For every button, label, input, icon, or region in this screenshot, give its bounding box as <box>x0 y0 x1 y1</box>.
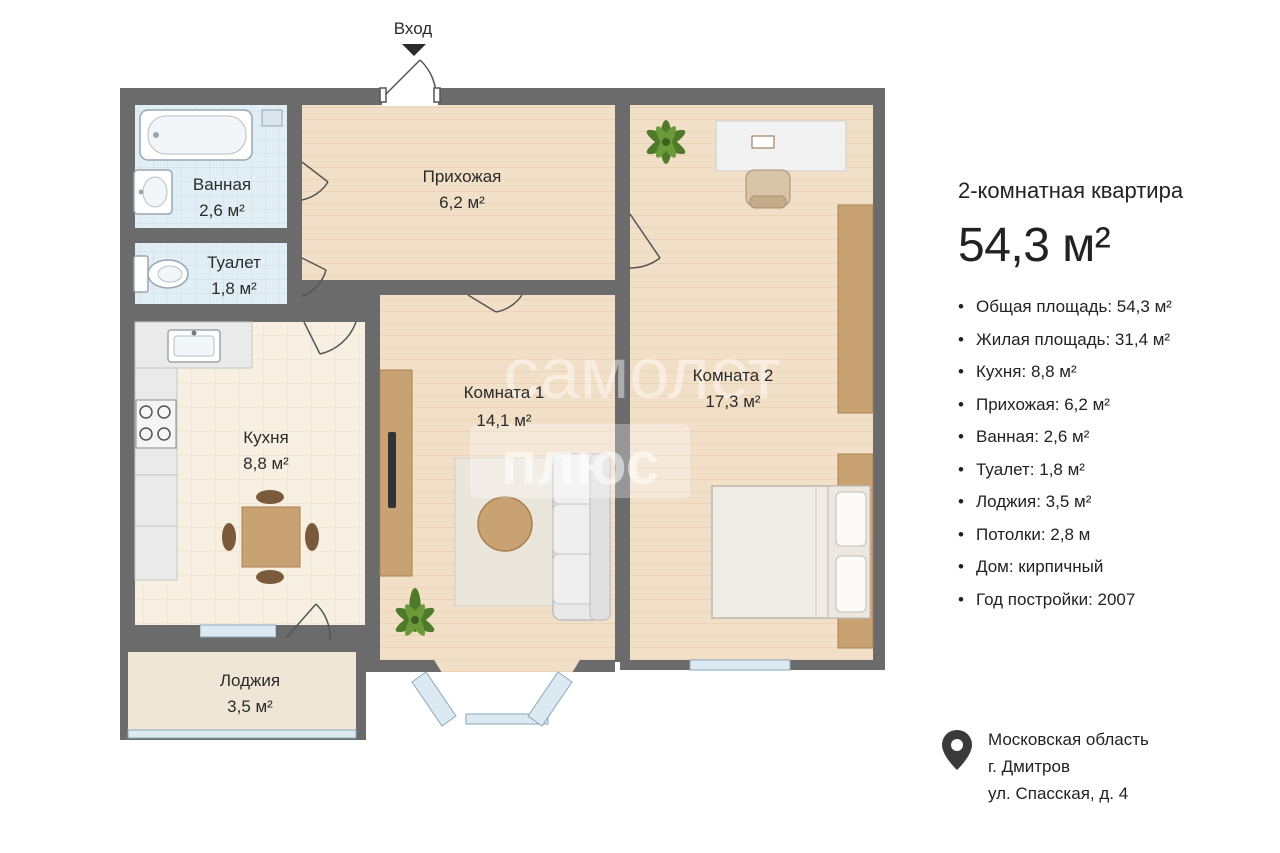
wall-kitchen-loggia <box>135 625 200 640</box>
bathroom-area: 2,6 м² <box>199 201 245 220</box>
toilet-icon <box>133 255 189 293</box>
desk-chair-icon <box>745 169 791 209</box>
sofa-icon <box>552 453 611 621</box>
apartment-type: 2-комнатная квартира <box>958 178 1184 203</box>
toilet-area: 1,8 м² <box>211 279 257 298</box>
bay-window-right <box>527 671 573 727</box>
hallway-floor <box>302 105 615 280</box>
spec-item: •Потолки: 2,8 м <box>958 524 1091 544</box>
kitchen-sink-icon <box>167 329 221 363</box>
bathtub-icon <box>139 109 253 161</box>
spec-item: •Прихожая: 6,2 м² <box>958 394 1110 414</box>
doors <box>285 59 661 641</box>
bathroom-name: Ванная <box>193 175 251 194</box>
wall-bath-toilet <box>135 228 302 243</box>
wall-room1-room2 <box>615 270 630 662</box>
spec-item: •Ванная: 2,6 м² <box>958 427 1090 446</box>
kitchen-window <box>199 624 277 638</box>
address-region: Московская область <box>988 730 1149 749</box>
loggia-window <box>127 729 357 739</box>
stove-icon <box>135 399 177 449</box>
wall-bath-hall <box>287 105 302 160</box>
shelf-icon <box>261 109 283 127</box>
wall-toilet-kitchen <box>135 304 302 322</box>
kitchen-area: 8,8 м² <box>243 454 289 473</box>
loggia-floor <box>128 652 356 734</box>
plant-icon <box>395 588 435 636</box>
toilet-name: Туалет <box>207 253 261 272</box>
apartment-info: 2-комнатная квартира 54,3 м² •Общая площ… <box>958 178 1268 616</box>
coffee-table-icon <box>477 496 533 552</box>
room1-name: Комната 1 <box>464 383 545 402</box>
entrance-door <box>383 59 421 97</box>
spec-item: •Жилая площадь: 31,4 м² <box>958 329 1171 349</box>
kitchen-name: Кухня <box>243 428 289 447</box>
spec-item: •Общая площадь: 54,3 м² <box>958 297 1172 316</box>
bed-icon <box>711 485 871 619</box>
spec-item: •Кухня: 8,8 м² <box>958 362 1077 381</box>
spec-item: •Дом: кирпичный <box>958 557 1104 576</box>
bay-window-left <box>411 671 457 727</box>
spec-item: •Год постройки: 2007 <box>958 589 1136 609</box>
spec-item: •Лоджия: 3,5 м² <box>958 492 1092 511</box>
plant-icon <box>646 120 686 164</box>
sink-icon <box>133 169 173 215</box>
watermark-line1: самолет <box>504 334 781 414</box>
room2-window <box>689 659 791 671</box>
tv-icon <box>388 432 396 508</box>
wall-kitchen-room1 <box>365 280 380 662</box>
watermark-line2: плюс <box>501 430 659 497</box>
kitchen-cabinets <box>135 474 177 527</box>
room2-name: Комната 2 <box>693 366 774 385</box>
total-area: 54,3 м² <box>958 219 1111 272</box>
wardrobe-icon <box>837 204 874 414</box>
spec-list: •Общая площадь: 54,3 м² •Жилая площадь: … <box>958 291 1268 616</box>
watermark-badge <box>470 424 690 498</box>
room2-area: 17,3 м² <box>705 392 760 411</box>
loggia-name: Лоджия <box>220 671 280 690</box>
laptop-icon <box>751 135 775 149</box>
loggia-wall <box>356 640 366 740</box>
dining-table-icon <box>222 490 319 584</box>
entrance-arrow-icon <box>402 44 426 56</box>
hallway-area: 6,2 м² <box>439 193 485 212</box>
wall-hall-room1 <box>365 280 465 295</box>
hallway-name: Прихожая <box>423 167 502 186</box>
desk-icon <box>715 120 847 172</box>
loggia-area: 3,5 м² <box>227 697 273 716</box>
address-street: ул. Спасская, д. 4 <box>988 784 1129 803</box>
entrance-label: Вход <box>394 19 433 38</box>
location-pin-icon <box>942 730 972 770</box>
wall-hall-room2 <box>615 105 630 212</box>
address-city: г. Дмитров <box>988 757 1070 776</box>
floor-plan: Вход <box>120 19 885 740</box>
spec-item: •Туалет: 1,8 м² <box>958 459 1085 479</box>
bay-window-center <box>465 713 549 725</box>
room1-area: 14,1 м² <box>476 411 531 430</box>
